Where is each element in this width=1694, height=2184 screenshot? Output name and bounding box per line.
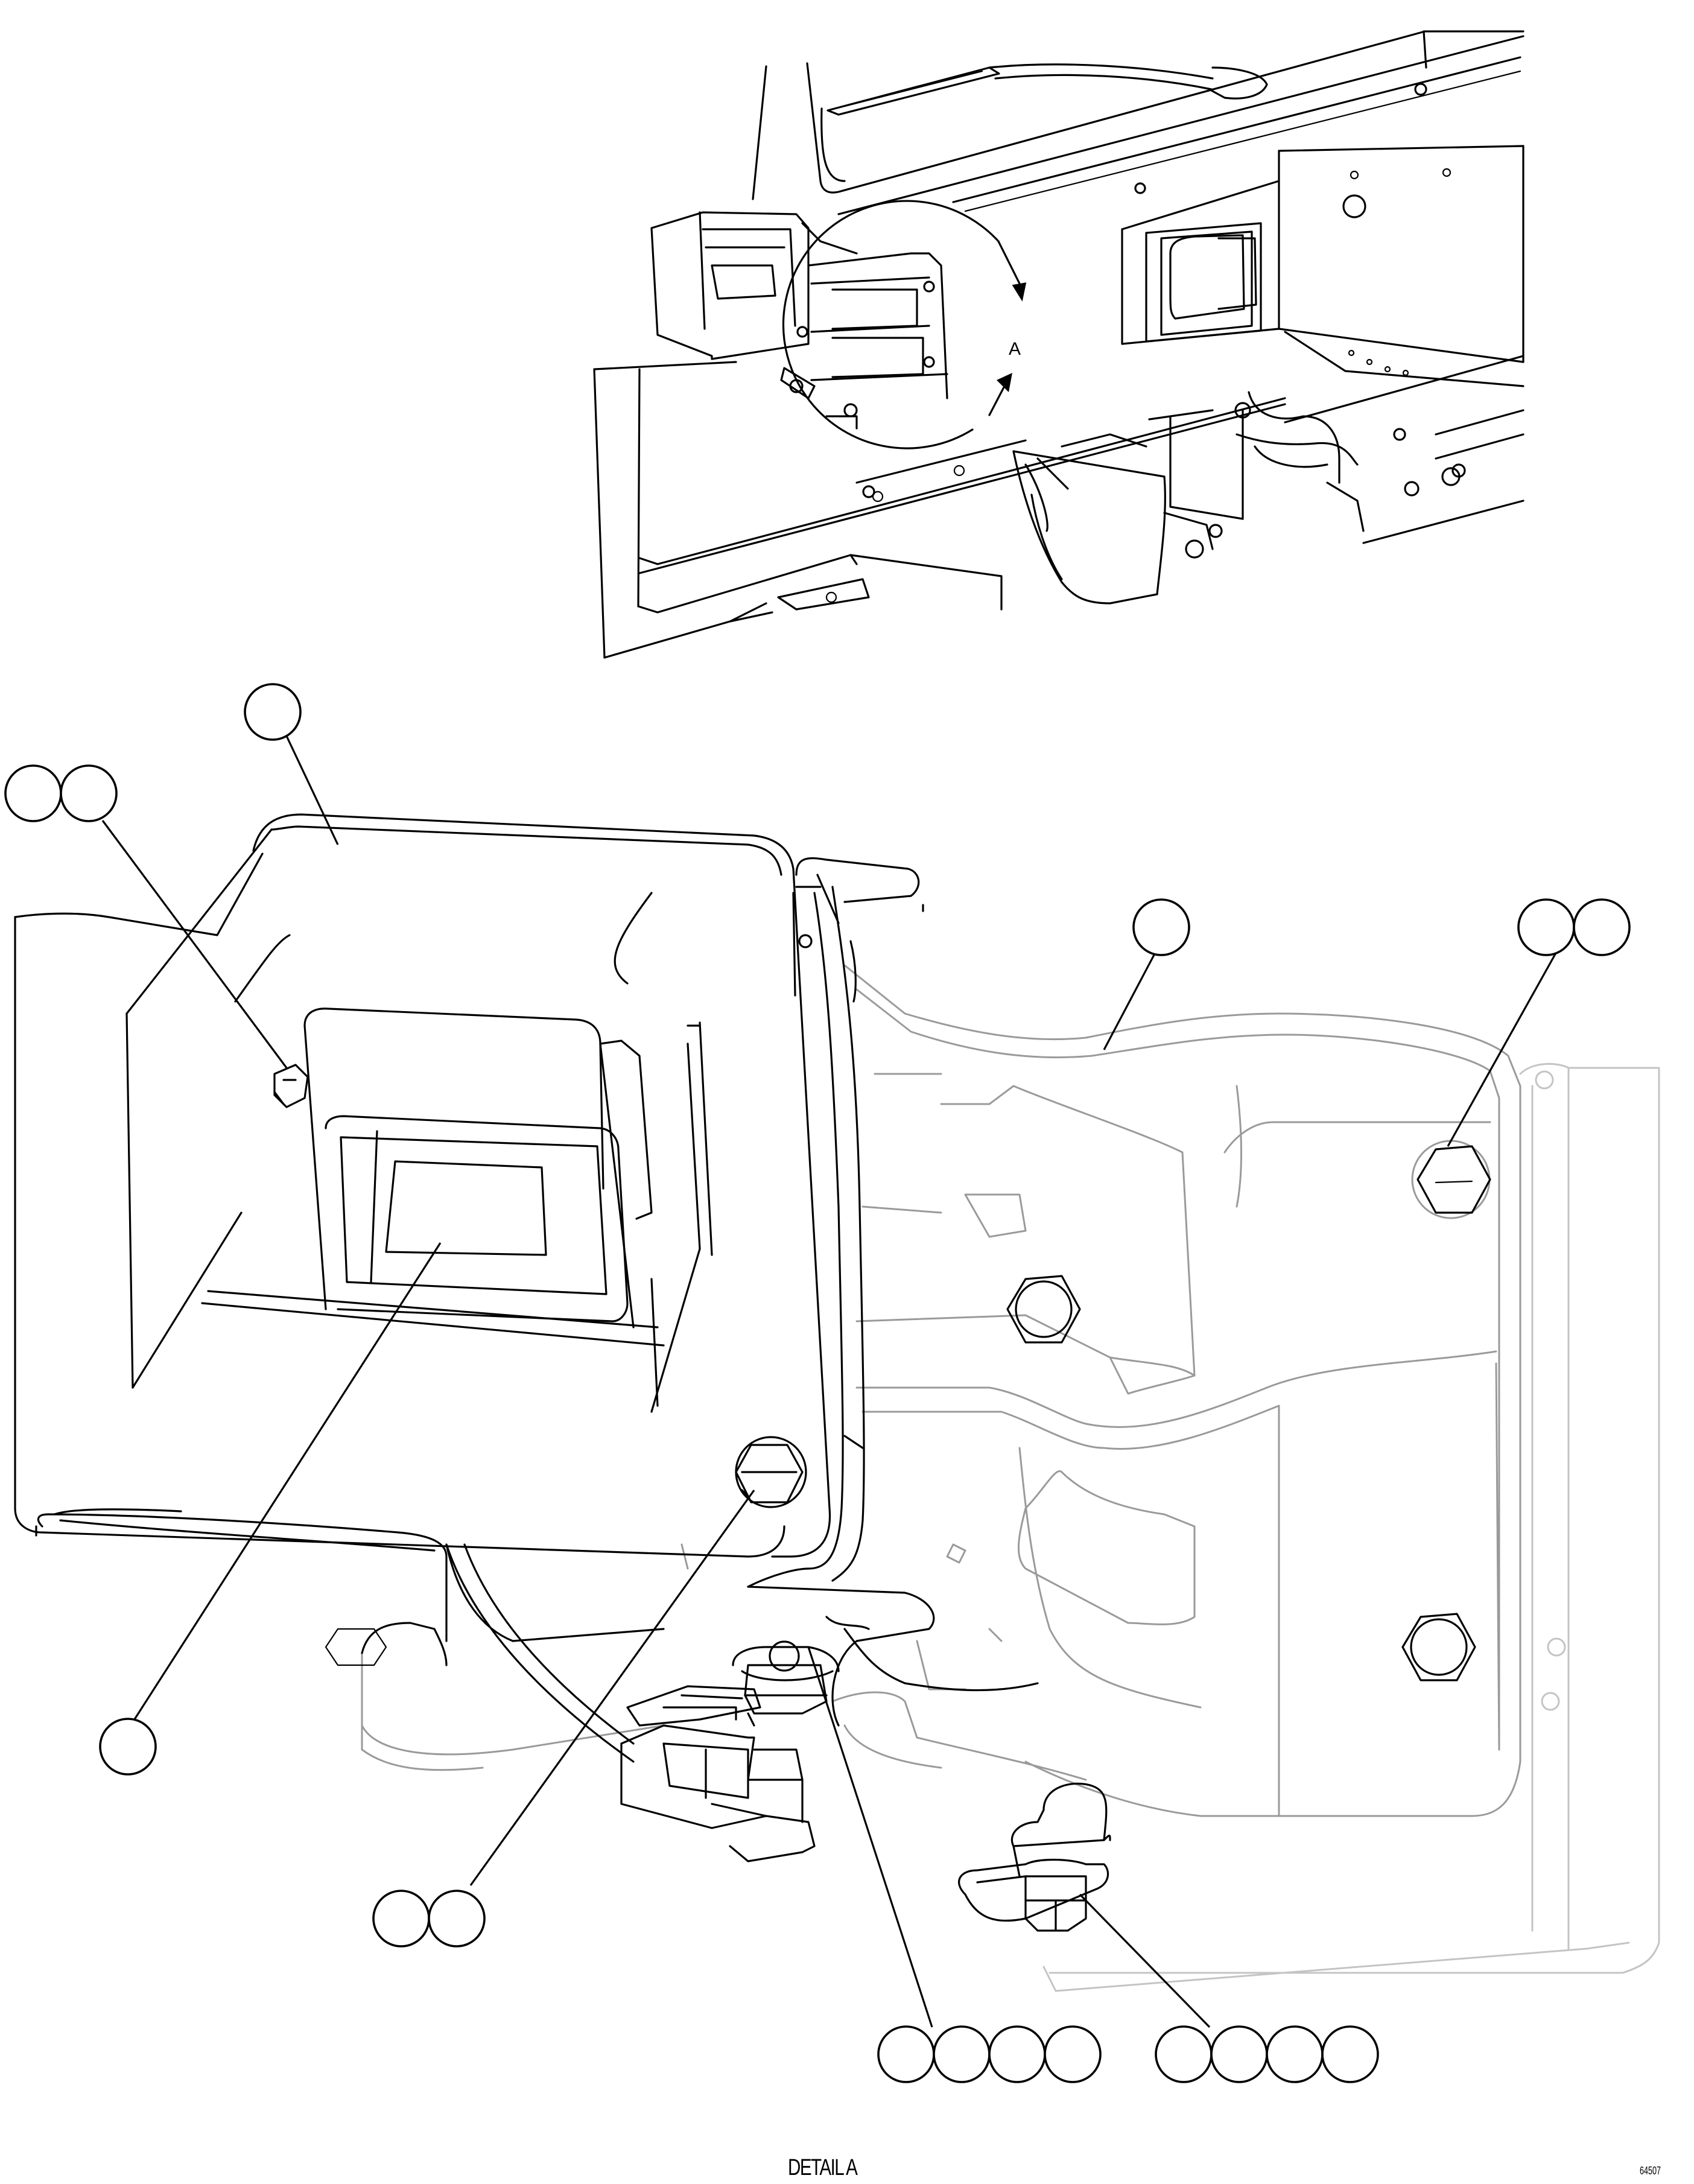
foot-step — [1012, 450, 1166, 605]
right-lower-bolt — [958, 1782, 1111, 1932]
callout-circle-3 — [1132, 898, 1190, 956]
camera-housing — [14, 813, 831, 1642]
callout-circle-5 — [99, 1718, 157, 1776]
callout-circle-1 — [244, 683, 302, 741]
bolt-lower-left — [325, 1628, 387, 1666]
callouts — [4, 683, 1631, 2083]
callout-circle-8d — [1321, 2025, 1379, 2083]
callout-circle-7d — [1044, 2025, 1102, 2083]
cab-frame — [752, 30, 1524, 215]
callout-circle-7b — [933, 2025, 991, 2083]
detail-caption: DETAIL A — [788, 2155, 858, 2180]
callout-circle-6a — [372, 1890, 430, 1948]
cable-connector — [620, 1685, 816, 1862]
wiper-arm — [826, 63, 1268, 116]
step-housing — [1121, 145, 1524, 387]
bolt-mid — [1006, 1275, 1081, 1344]
camera-bracket-plate — [361, 857, 1039, 1727]
plate-bolt — [735, 1436, 807, 1508]
overview-camera — [650, 211, 948, 430]
bumper-frame — [593, 355, 1524, 659]
overview-view: A — [593, 30, 1524, 659]
callout-circle-8a — [1155, 2025, 1213, 2083]
callout-circle-8b — [1210, 2025, 1268, 2083]
callout-circle-7c — [988, 2025, 1046, 2083]
camera-body — [273, 1008, 749, 1497]
callout-circle-7a — [877, 2025, 935, 2083]
camera-cable — [445, 1543, 635, 1763]
detail-marker-label: A — [1009, 339, 1021, 359]
spring-bracket — [361, 964, 1521, 1817]
bolt-upper-right — [1411, 1140, 1491, 1219]
callout-circle-4b — [1573, 898, 1631, 956]
mounting-bracket — [1042, 1062, 1660, 1992]
figure-number: 64507 — [1640, 2165, 1661, 2177]
callout-circle-2a — [4, 764, 62, 822]
bracket-bolts — [325, 1140, 1491, 1681]
detail-view — [4, 683, 1660, 2083]
callout-circle-8c — [1266, 2025, 1324, 2083]
callout-circle-4a — [1517, 898, 1575, 956]
callout-circle-6b — [428, 1890, 486, 1948]
detail-circle-a — [782, 200, 1027, 449]
callout-circle-2b — [60, 764, 118, 822]
bolt-lower-right — [1401, 1613, 1476, 1681]
right-bracket — [1061, 391, 1466, 559]
lower-bolt-clip — [732, 1640, 840, 1727]
